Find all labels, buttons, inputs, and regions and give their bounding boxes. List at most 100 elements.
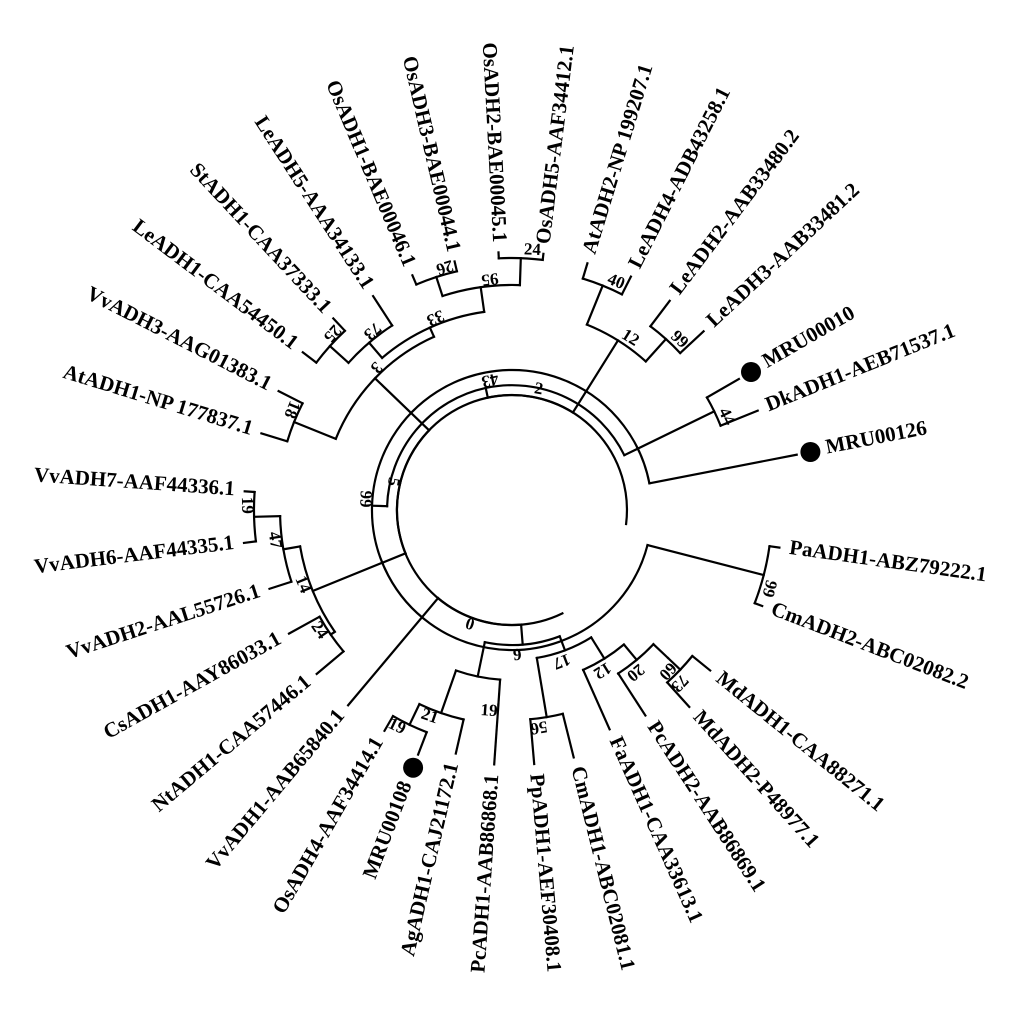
branch-radial xyxy=(585,284,605,327)
branch-radial xyxy=(382,714,395,733)
branch-radial xyxy=(346,596,440,707)
branch-radial xyxy=(439,669,458,715)
support-value: 95 xyxy=(480,269,499,290)
branch-arc xyxy=(441,283,522,298)
branch-radial xyxy=(616,671,647,718)
branch-radial xyxy=(518,257,522,287)
support-value: 99 xyxy=(759,578,782,599)
branch-radial xyxy=(666,656,682,672)
branch-radial xyxy=(529,718,536,766)
branch-radial xyxy=(620,275,633,296)
branch-arc xyxy=(535,635,593,660)
leaf-label: OsADH3-BAE00044.1 xyxy=(398,54,466,254)
branch-arc xyxy=(483,634,562,647)
branch-radial xyxy=(571,338,620,415)
tree-markers xyxy=(403,362,821,778)
support-value: 14 xyxy=(291,573,315,596)
branch-radial xyxy=(243,490,256,494)
support-value: 44 xyxy=(715,405,740,429)
support-value: 19 xyxy=(238,497,257,514)
branch-radial xyxy=(287,615,322,636)
branch-arc xyxy=(370,368,651,652)
branch-radial xyxy=(328,344,351,365)
support-value: 0 xyxy=(463,614,477,635)
support-value: 99 xyxy=(356,490,376,508)
branch-radial xyxy=(277,389,305,405)
branch-arc xyxy=(385,384,626,508)
branch-arc xyxy=(585,323,648,363)
leaf-label: PpADH1-AEF30408.1 xyxy=(525,773,566,973)
leaf-marker-dot xyxy=(800,442,821,462)
branch-radial xyxy=(690,654,712,673)
leaf-label: VvADH6-AAF44335.1 xyxy=(33,530,236,578)
branch-arc xyxy=(334,335,436,441)
support-value: 2 xyxy=(533,378,545,398)
support-value: 26 xyxy=(434,256,456,279)
branch-arc xyxy=(346,323,394,365)
support-value: 99 xyxy=(667,326,692,351)
support-value: 3 xyxy=(367,358,387,377)
branch-radial xyxy=(589,635,606,661)
branch-radial xyxy=(561,712,576,759)
branch-radial xyxy=(453,260,459,273)
branch-radial xyxy=(371,294,394,328)
support-value: 17 xyxy=(550,650,573,674)
branch-radial xyxy=(705,377,741,400)
leaf-label: PcADH1-AAB86868.1 xyxy=(465,773,503,973)
branch-radial xyxy=(454,718,465,755)
branch-radial xyxy=(622,642,639,662)
branch-radial xyxy=(242,540,258,545)
leaf-marker-dot xyxy=(403,757,424,778)
leaf-label: OsADH2-BAE00045.1 xyxy=(478,42,512,243)
support-value: 56 xyxy=(529,717,549,739)
support-value: 40 xyxy=(605,269,628,293)
branch-radial xyxy=(260,432,289,443)
leaf-label: VvADH7-AAF44336.1 xyxy=(33,462,235,500)
support-value: 73 xyxy=(360,319,385,344)
tree-branches xyxy=(242,251,798,766)
branch-radial xyxy=(493,703,500,766)
branch-arc xyxy=(436,596,523,627)
branch-radial xyxy=(535,656,548,719)
branch-radial xyxy=(519,623,524,646)
support-value: 12 xyxy=(618,325,642,350)
branch-radial xyxy=(541,252,545,262)
leaf-marker-dot xyxy=(741,362,761,382)
branch-radial xyxy=(282,545,302,551)
branch-arc xyxy=(395,428,431,555)
leaf-labels: PaADH1-ABZ79222.1CmADH2-ABC02082.2MdADH1… xyxy=(33,42,989,974)
branch-radial xyxy=(315,649,346,676)
branch-radial xyxy=(268,580,293,591)
branch-arc xyxy=(581,642,626,672)
branch-radial xyxy=(311,551,407,593)
branch-radial xyxy=(665,680,691,709)
leaf-label: OsADH5-AAF34412.1 xyxy=(531,44,579,246)
branch-radial xyxy=(646,543,766,577)
branch-radial xyxy=(408,702,421,727)
branch-arc xyxy=(278,514,293,584)
branch-radial xyxy=(434,275,444,298)
leaf-label: CmADH2-ABC02082.2 xyxy=(768,596,972,693)
support-value: 5 xyxy=(384,476,404,488)
branch-radial xyxy=(428,326,436,339)
support-value: 18 xyxy=(280,398,304,421)
support-value: 20 xyxy=(623,660,648,685)
branch-radial xyxy=(648,299,672,328)
branch-radial xyxy=(558,634,567,652)
support-value: 19 xyxy=(385,714,409,738)
support-value: 21 xyxy=(419,704,441,728)
leaf-label: MRU00126 xyxy=(823,415,928,458)
leaf-label: MRU00108 xyxy=(357,778,416,882)
branch-radial xyxy=(719,409,760,428)
branch-arc xyxy=(454,669,502,681)
root-arc xyxy=(395,393,628,627)
branch-radial xyxy=(292,420,338,441)
branch-radial xyxy=(484,386,490,399)
branch-radial xyxy=(768,544,781,549)
support-value: 47 xyxy=(265,530,287,550)
branch-radial xyxy=(373,376,431,432)
branch-radial xyxy=(479,285,486,314)
branch-arc xyxy=(486,393,575,415)
branch-radial xyxy=(581,261,589,280)
